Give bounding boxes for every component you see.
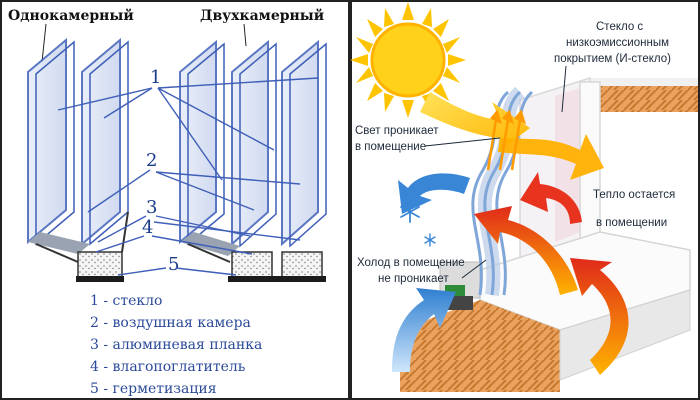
light-pointer (424, 137, 501, 147)
label-double-chamber: Двухкамерный (200, 7, 324, 24)
cold-pointer (461, 259, 487, 279)
callout-1: 1 (150, 67, 161, 88)
lowe-glass-pointer (561, 65, 567, 113)
caption-heat-line1: Тепло остается (593, 189, 675, 201)
legend-item-sealing: 5 - герметизация (90, 381, 217, 397)
caption-light-line2: в помещение (355, 141, 426, 153)
callout-5: 5 (168, 254, 179, 275)
caption-heat-line2: в помещении (596, 217, 667, 229)
single-label-pointer (41, 23, 47, 63)
desiccant-block (77, 251, 123, 279)
legend-item-aluminium-strip: 3 - алюминевая планка (90, 337, 262, 353)
caption-light-line1: Свет проникает (355, 125, 439, 137)
caption-lowe-glass-line3: покрытием (И-стекло) (554, 53, 671, 65)
caption-cold-line2: не проникает (378, 273, 449, 285)
caption-lowe-glass-line2: низкоэмиссионным (566, 37, 669, 49)
callout-4: 4 (142, 217, 153, 238)
legend-item-desiccant: 4 - влагопоглатитель (90, 359, 246, 375)
callout-2: 2 (146, 150, 157, 171)
light-arrow (420, 92, 604, 180)
sun-icon (350, 2, 466, 118)
cold-arrows (392, 173, 470, 372)
brick-wall-top (600, 86, 698, 112)
heat-arrows (474, 172, 629, 375)
caption-lowe-glass-line1: Стекло с (596, 21, 643, 33)
caption-cold-line1: Холод в помещение (357, 257, 465, 269)
single-chamber-unit (27, 37, 129, 282)
label-single-chamber: Однокамерный (8, 7, 134, 24)
callout-leader-lines (57, 77, 319, 276)
legend-item-air-chamber: 2 - воздушная камера (90, 315, 251, 331)
callout-3: 3 (146, 197, 157, 218)
snowflake-icon (400, 201, 436, 247)
legend-item-glass: 1 - стекло (90, 293, 162, 309)
double-label-pointer (243, 23, 247, 47)
